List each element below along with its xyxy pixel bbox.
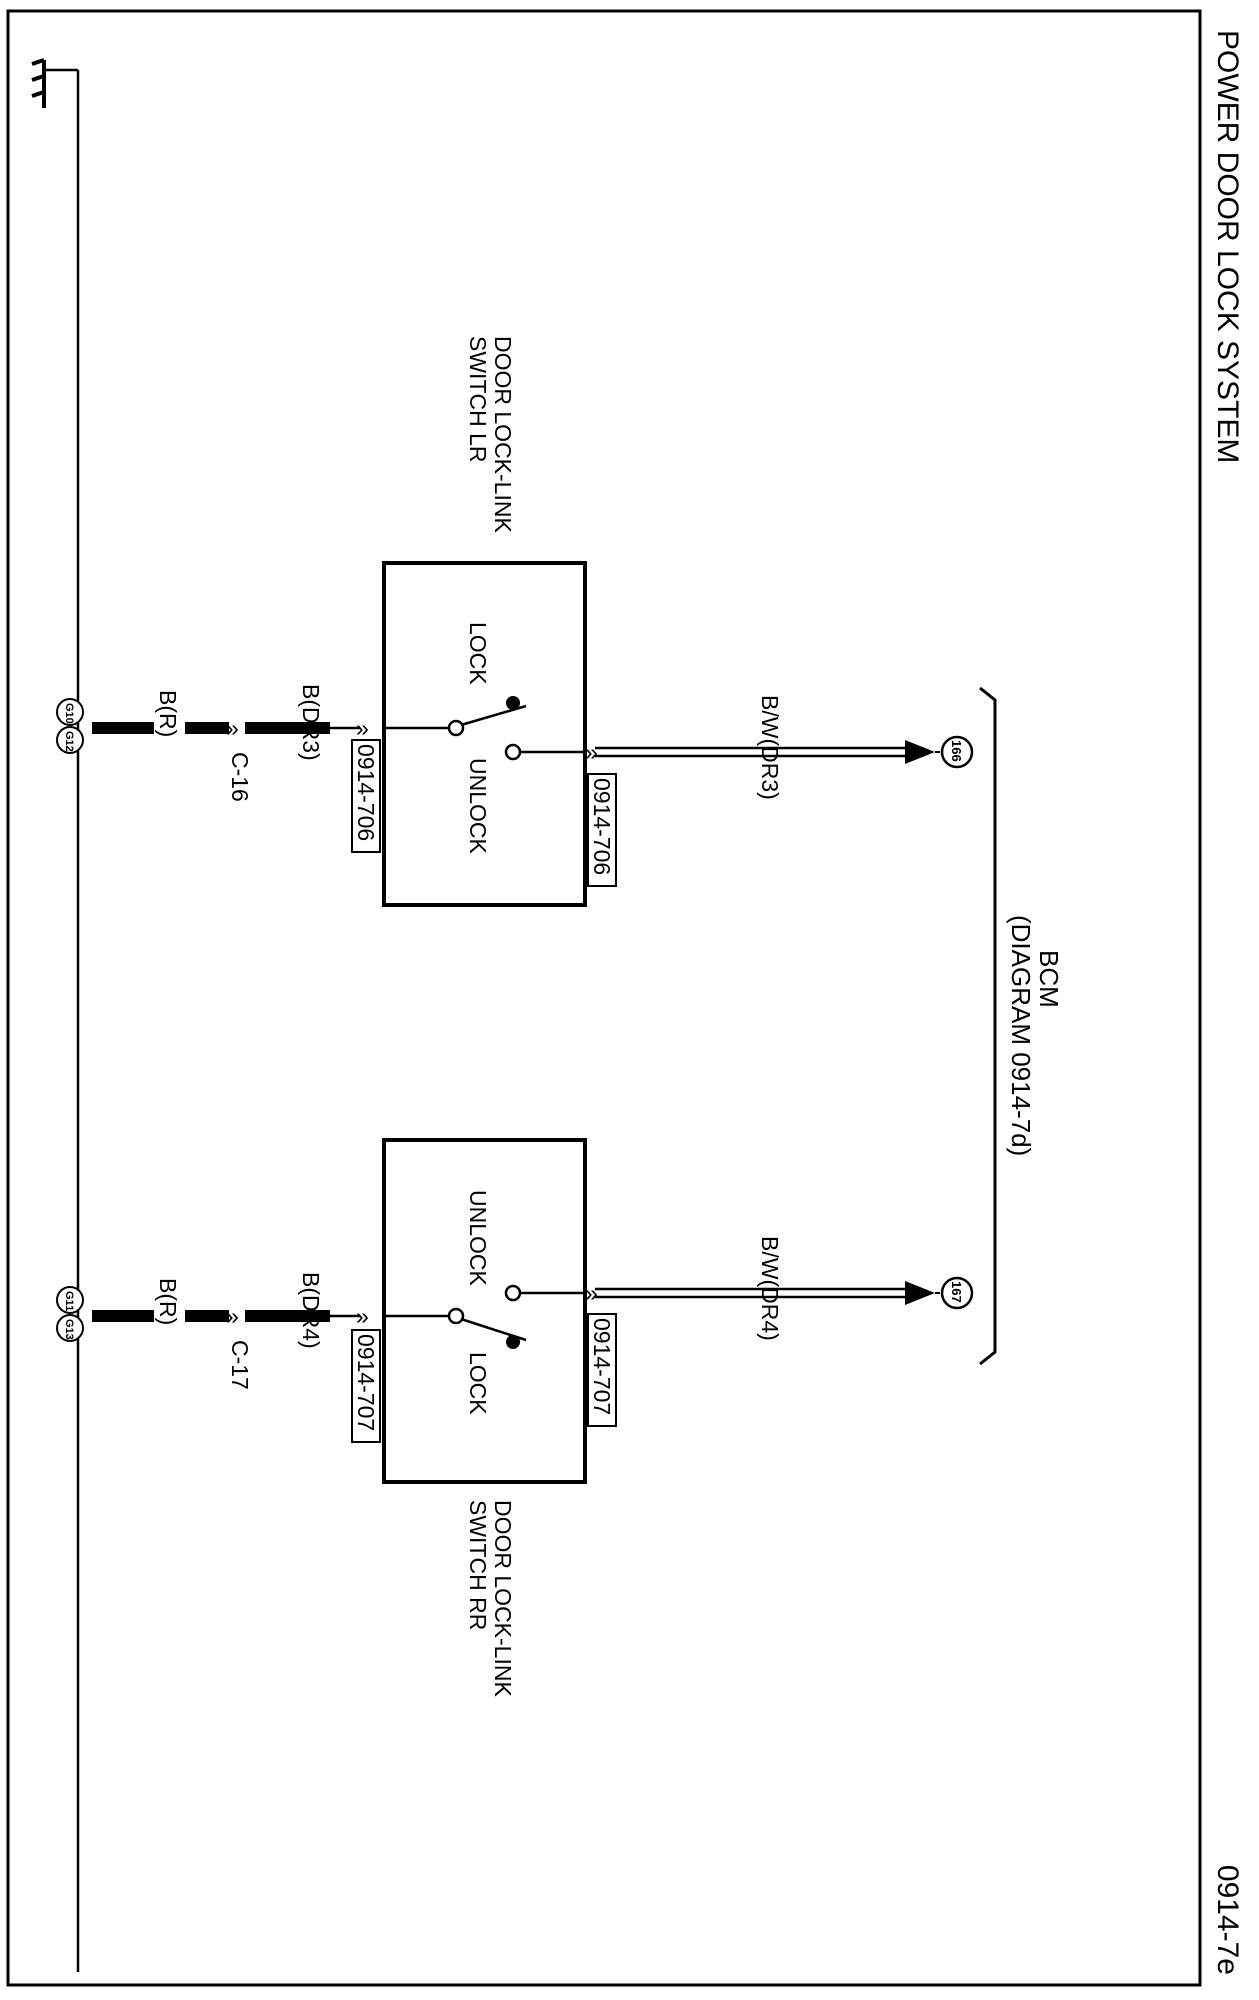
switch-rr-connector-chevrons-top: » bbox=[585, 1280, 598, 1306]
diagram-code: 0914-7e bbox=[1211, 1865, 1244, 1975]
switch-lr: DOOR LOCK-LINK SWITCH LR LOCK UNLOCK » B… bbox=[56, 336, 905, 907]
switch-lr-wire-ground-seg2 bbox=[185, 722, 229, 734]
bcm-terminal-167: 167 bbox=[905, 1276, 974, 1310]
switch-rr-splice-2-circle bbox=[56, 1314, 84, 1342]
switch-lr-contact-unlock: UNLOCK bbox=[465, 758, 491, 855]
switch-lr-connector-chevrons-top: » bbox=[585, 739, 598, 765]
switch-rr-wire-ground-seg3 bbox=[92, 1310, 154, 1322]
switch-lr-splice-1-circle bbox=[56, 698, 84, 726]
bcm-terminal-166-label: 166 bbox=[949, 740, 964, 762]
switch-rr-name-line2: SWITCH RR bbox=[465, 1500, 491, 1630]
switch-lr-harness-connector: C-16 bbox=[227, 752, 253, 802]
switch-lr-wire-ground-label: B(R) bbox=[155, 690, 181, 737]
switch-lr-blade bbox=[460, 704, 527, 727]
switch-rr-connector-bottom-badge: 0914-707 bbox=[351, 1329, 381, 1443]
bcm-reference: (DIAGRAM 0914-7d) bbox=[1006, 915, 1036, 1156]
switch-lr-wire-top-label: B/W(DR3) bbox=[757, 695, 783, 800]
bcm-terminal-166: 166 bbox=[905, 735, 974, 769]
switch-rr-wire-ground-seg1 bbox=[245, 1310, 330, 1322]
switch-rr-connector-bottom: 0914-707 bbox=[353, 1334, 379, 1431]
switch-rr-lock-contact bbox=[506, 1335, 520, 1349]
switch-lr-wire-ground-seg3 bbox=[92, 722, 154, 734]
switch-lr-connector-top: 0914-706 bbox=[589, 778, 615, 875]
bcm-label: BCM bbox=[1034, 950, 1064, 1008]
switch-lr-common-contact bbox=[447, 719, 465, 737]
switch-rr: DOOR LOCK-LINK SWITCH RR UNLOCK LOCK » B… bbox=[56, 1138, 905, 1697]
switch-rr-splice-1-circle bbox=[56, 1286, 84, 1314]
switch-rr-wire-top-label: B/W(DR4) bbox=[757, 1236, 783, 1341]
switch-rr-harness-chevrons: » bbox=[226, 1303, 239, 1329]
switch-rr-unlock-contact bbox=[504, 1284, 522, 1302]
switch-rr-wire-ground-seg2 bbox=[185, 1310, 229, 1322]
switch-lr-name-line1: DOOR LOCK-LINK bbox=[490, 336, 516, 533]
bcm-bracket bbox=[979, 686, 997, 1366]
switch-lr-splice-2: G12 bbox=[63, 731, 75, 752]
switch-rr-blade bbox=[460, 1317, 527, 1342]
switch-rr-connector-top-badge: 0914-707 bbox=[587, 1313, 617, 1427]
switch-lr-connector-bottom: 0914-706 bbox=[353, 744, 379, 841]
switch-lr-unlock-contact bbox=[504, 743, 522, 761]
switch-rr-harness-connector: C-17 bbox=[227, 1340, 253, 1390]
switch-rr-splice-2: G13 bbox=[63, 1319, 75, 1340]
switch-lr-connector-bottom-badge: 0914-706 bbox=[351, 739, 381, 853]
switch-lr-lock-contact bbox=[506, 696, 520, 710]
switch-lr-connector-chevrons-bottom: » bbox=[356, 715, 369, 741]
ground-symbol bbox=[31, 58, 78, 108]
switch-rr-name-line1: DOOR LOCK-LINK bbox=[490, 1500, 516, 1697]
switch-rr-common-contact bbox=[447, 1307, 465, 1325]
switch-rr-contact-unlock: UNLOCK bbox=[465, 1190, 491, 1287]
switch-lr-splice-2-circle bbox=[56, 726, 84, 754]
switch-rr-contact-lock: LOCK bbox=[465, 1352, 491, 1415]
switch-rr-connector-chevrons-bottom: » bbox=[356, 1303, 369, 1329]
switch-lr-contact-lock: LOCK bbox=[465, 622, 491, 685]
switch-rr-connector-top: 0914-707 bbox=[589, 1318, 615, 1415]
switch-lr-box bbox=[382, 561, 587, 907]
switch-lr-harness-chevrons: » bbox=[226, 715, 239, 741]
switch-rr-box bbox=[382, 1138, 587, 1484]
page-title: POWER DOOR LOCK SYSTEM bbox=[1211, 30, 1244, 463]
switch-lr-splice-1: G10 bbox=[63, 703, 75, 724]
switch-rr-wire-ground-label: B(R) bbox=[155, 1278, 181, 1325]
switch-lr-name-line2: SWITCH LR bbox=[465, 336, 491, 463]
page-frame bbox=[6, 9, 1202, 1987]
bcm-terminal-167-label: 167 bbox=[949, 1281, 964, 1303]
switch-lr-connector-top-badge: 0914-706 bbox=[587, 773, 617, 887]
switch-rr-splice-1: G11 bbox=[63, 1291, 75, 1311]
switch-lr-wire-ground-seg1 bbox=[245, 722, 330, 734]
